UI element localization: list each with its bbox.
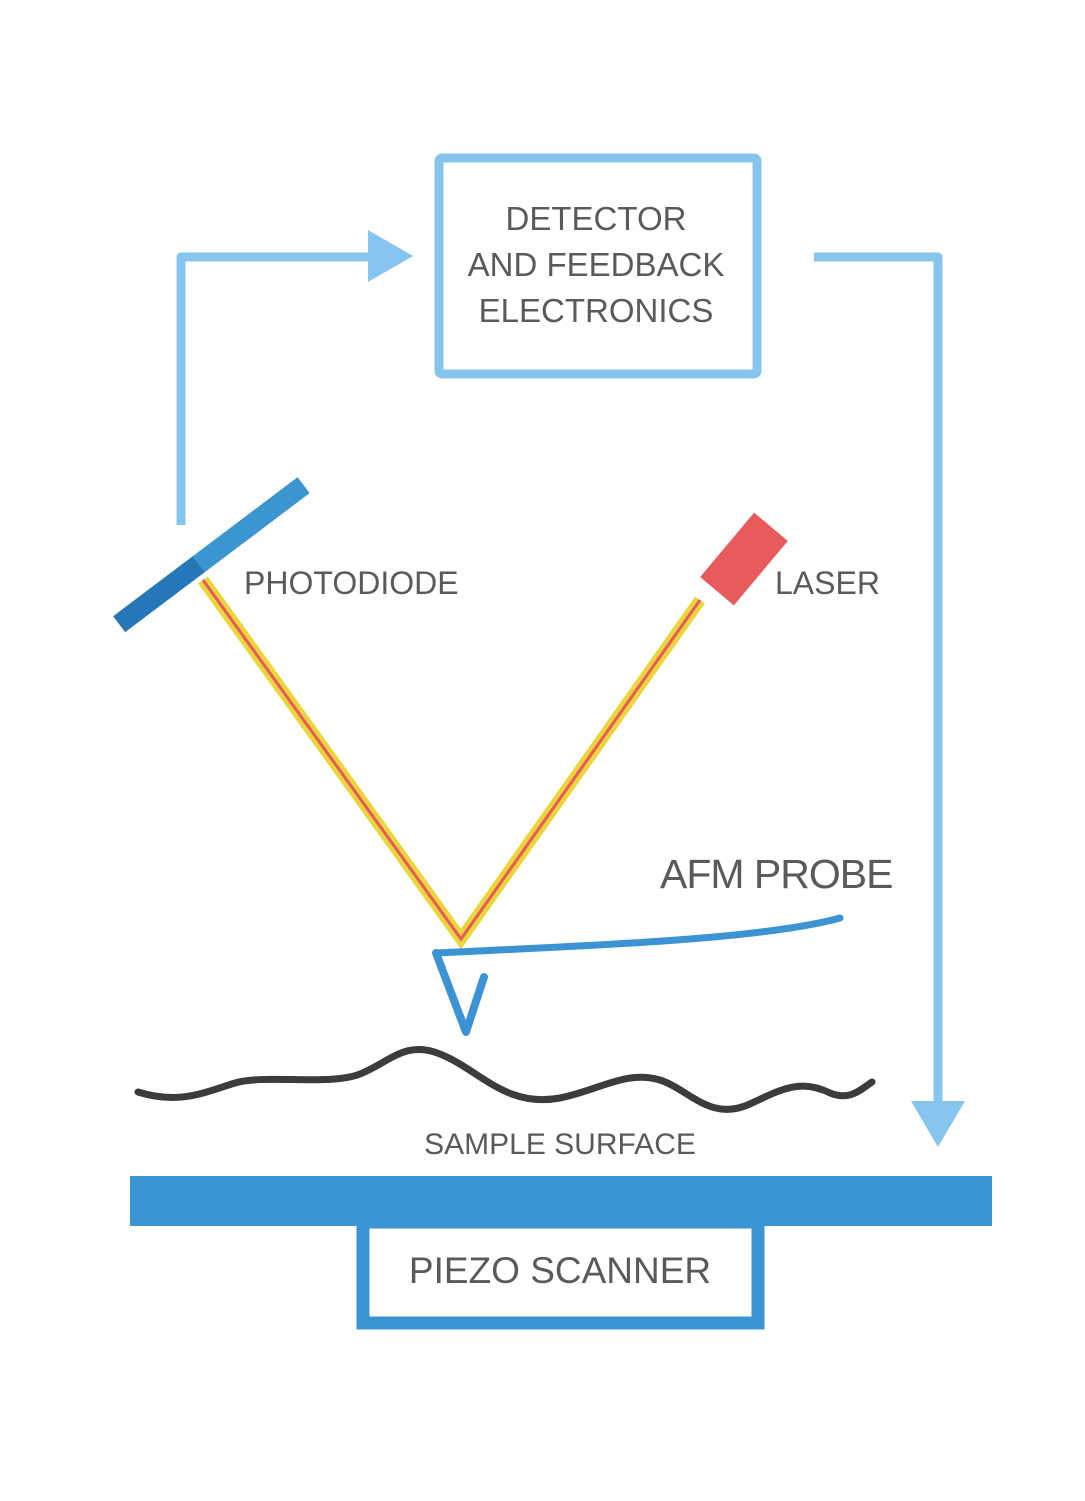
detector-box bbox=[434, 153, 762, 379]
piezo-scanner-label: PIEZO SCANNER bbox=[409, 1250, 711, 1291]
sample-surface-label: SAMPLE SURFACE bbox=[424, 1128, 696, 1161]
piezo-scanner-box bbox=[356, 1215, 765, 1330]
detector-label-line2: AND FEEDBACK bbox=[468, 246, 725, 283]
laser-label: LASER bbox=[775, 565, 880, 601]
feedback-line-to-detector bbox=[176, 252, 372, 525]
sample-surface-line bbox=[134, 1046, 876, 1113]
feedback-line-to-scanner bbox=[814, 252, 943, 1103]
detector-label-line1: DETECTOR bbox=[506, 200, 687, 237]
arrow-head-right-icon bbox=[368, 230, 413, 282]
laser-beam bbox=[198, 576, 705, 950]
laser-icon bbox=[700, 512, 788, 606]
probe-tip bbox=[432, 949, 488, 1036]
detector-label-line3: ELECTRONICS bbox=[479, 292, 714, 329]
afm-probe-label: AFM PROBE bbox=[660, 851, 892, 897]
probe-cantilever bbox=[432, 914, 844, 957]
photodiode-label: PHOTODIODE bbox=[244, 565, 459, 601]
arrow-head-down-icon bbox=[911, 1101, 965, 1147]
photodiode-icon bbox=[113, 477, 310, 633]
laser-beam-core bbox=[201, 579, 702, 942]
